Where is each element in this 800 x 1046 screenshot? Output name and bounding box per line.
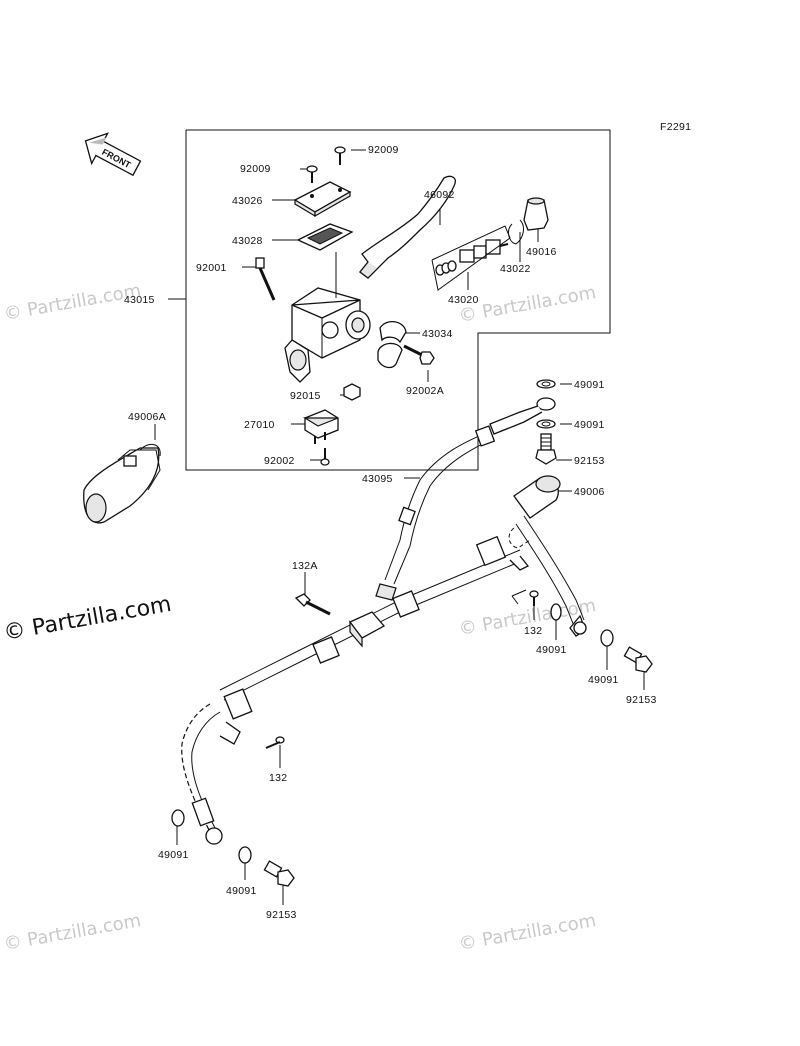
label-43034: 43034 (422, 328, 453, 340)
front-arrow-icon: FRONT (84, 132, 142, 177)
watermark: © Partzilla.com (457, 910, 597, 955)
watermark: © Partzilla.com (2, 910, 142, 955)
switch-27010 (302, 409, 339, 444)
label-43015: 43015 (124, 294, 155, 306)
hose-left-lower (181, 703, 285, 845)
label-49091: 49091 (574, 379, 605, 391)
fitting-49006A (83, 443, 161, 524)
hose-43095 (375, 425, 496, 601)
washer-49091-mid (536, 419, 556, 429)
banjo-bolt-92153-top (535, 433, 557, 465)
label-92002A: 92002A (406, 385, 444, 397)
hose-right-lower (569, 614, 587, 637)
label-92015: 92015 (290, 390, 321, 402)
bolt-92002A (403, 344, 435, 365)
label-49006: 49006 (574, 486, 605, 498)
banjo-bolt-92153-right (623, 646, 653, 673)
label-92001: 92001 (196, 262, 227, 274)
master-cylinder-body (284, 252, 371, 383)
brake-line-junction (219, 535, 539, 720)
label-92009: 92009 (368, 144, 399, 156)
washer-49091-top (536, 379, 556, 389)
part-labels: 92009 92009 43026 46092 43028 92001 4301… (124, 144, 657, 921)
watermark-primary: © Partzilla.com (2, 592, 174, 646)
label-92002: 92002 (264, 455, 295, 467)
label-43020: 43020 (448, 294, 479, 306)
label-43022: 43022 (500, 263, 531, 275)
label-49091: 49091 (536, 644, 567, 656)
label-43095: 43095 (362, 473, 393, 485)
screw-92009-left (306, 165, 318, 183)
washer-49091-left-a (171, 809, 185, 827)
label-49016: 49016 (526, 246, 557, 258)
banjo-fitting (489, 397, 556, 435)
label-43028: 43028 (232, 235, 263, 247)
clamp-43034 (379, 321, 407, 344)
bolt-132A (294, 593, 331, 616)
label-92153: 92153 (574, 455, 605, 467)
circlip-43022 (508, 219, 524, 245)
label-49091: 49091 (226, 885, 257, 897)
bolt-132-left (265, 736, 285, 749)
label-132A: 132A (292, 560, 318, 572)
label-27010: 27010 (244, 419, 275, 431)
washer-49091-right-a (550, 603, 562, 621)
screw-92009-right (334, 146, 346, 165)
banjo-bolt-92153-left (263, 860, 295, 887)
fitting-49006 (508, 475, 585, 627)
label-132: 132 (269, 772, 287, 784)
label-46092: 46092 (424, 189, 455, 201)
leader-lines (154, 149, 645, 905)
label-92153: 92153 (626, 694, 657, 706)
label-43026: 43026 (232, 195, 263, 207)
label-92009: 92009 (240, 163, 271, 175)
master-cylinder-assembly (255, 146, 549, 401)
label-132: 132 (524, 625, 542, 637)
nut-92015 (343, 383, 361, 401)
lever-46092 (359, 175, 456, 279)
diagram-id: F2291 (660, 121, 691, 133)
piston-kit-43020 (431, 225, 511, 291)
label-49091: 49091 (158, 849, 189, 861)
washer-49091-left-b (238, 846, 252, 864)
assembly-outline (185, 129, 611, 471)
washer-49091-right-b (600, 629, 614, 647)
label-49006A: 49006A (128, 411, 166, 423)
watermark: © Partzilla.com (2, 280, 142, 325)
label-92153: 92153 (266, 909, 297, 921)
bolt-92001 (255, 257, 276, 301)
bolt-132-right (511, 589, 539, 606)
label-49091: 49091 (588, 674, 619, 686)
screw-92002 (320, 448, 330, 466)
label-49091: 49091 (574, 419, 605, 431)
